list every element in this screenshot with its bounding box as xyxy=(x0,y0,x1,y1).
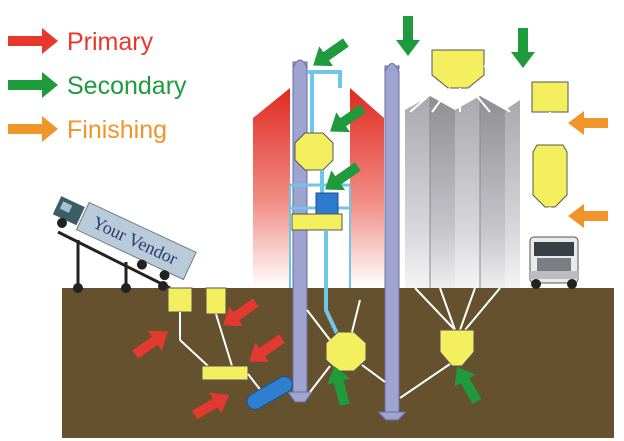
hopper-icon xyxy=(294,132,334,171)
secondary-arrows xyxy=(313,16,535,407)
arrow-icon xyxy=(249,334,285,363)
legend: Primary Secondary Finishing xyxy=(8,28,187,144)
legend-secondary-label: Secondary xyxy=(67,72,187,100)
arrow-icon xyxy=(396,16,420,56)
hopper-icon xyxy=(531,81,569,113)
semi-truck-icon xyxy=(529,236,579,289)
arrow-icon xyxy=(568,204,608,228)
gray-silo-group xyxy=(405,96,520,288)
arrow-icon xyxy=(568,111,608,135)
arrow-icon xyxy=(223,298,259,327)
pipe-icon xyxy=(246,376,293,410)
primary-arrows xyxy=(132,298,285,420)
left-elevator xyxy=(287,59,351,403)
arrow-icon xyxy=(8,72,58,98)
delivery-truck xyxy=(529,236,579,289)
finishing-arrows xyxy=(568,111,608,228)
legend-primary: Primary xyxy=(8,28,154,56)
arrow-icon xyxy=(8,28,58,54)
hopper-icon xyxy=(325,331,367,372)
arrow-icon xyxy=(511,28,535,68)
arrow-icon xyxy=(326,366,351,407)
hopper-icon xyxy=(201,365,249,381)
legend-secondary: Secondary xyxy=(8,72,187,100)
hopper-icon xyxy=(167,287,193,313)
vendor-truck: Your Vendor xyxy=(52,196,197,293)
red-bin-building xyxy=(253,88,384,288)
pipe-icon xyxy=(384,65,400,413)
hopper-icon xyxy=(205,287,227,315)
hopper-icon xyxy=(431,49,485,89)
intake-system xyxy=(167,287,386,410)
arrow-icon xyxy=(192,392,230,420)
legend-finishing-label: Finishing xyxy=(67,116,167,144)
hopper-icon xyxy=(439,329,475,367)
arrow-icon xyxy=(330,104,366,133)
arrow-icon xyxy=(325,162,361,191)
arrow-icon xyxy=(454,366,482,404)
legend-finishing: Finishing xyxy=(8,116,167,144)
hopper-icon xyxy=(532,144,568,208)
arrow-icon xyxy=(8,116,58,142)
arrow-icon xyxy=(313,38,349,67)
arrow-icon xyxy=(132,330,168,359)
legend-primary-label: Primary xyxy=(67,28,154,56)
right-elevator xyxy=(376,49,569,421)
